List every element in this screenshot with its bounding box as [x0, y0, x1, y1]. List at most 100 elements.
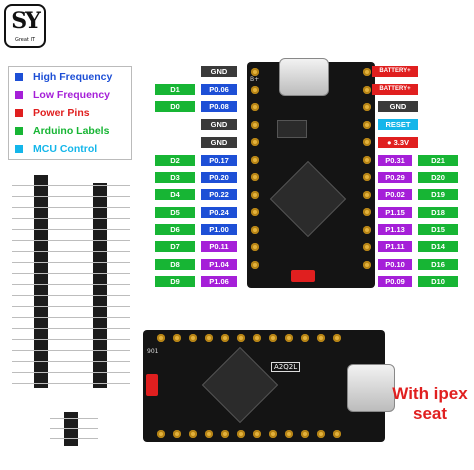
- power-dot-icon: ●: [386, 138, 394, 147]
- solder-pad: [301, 334, 309, 342]
- pin-label-p1-15: P1.15: [378, 207, 412, 218]
- mcu-chip: [269, 160, 347, 238]
- legend-item-arduino-labels: Arduino Labels: [15, 122, 109, 140]
- arduino-label-d19: D19: [418, 189, 458, 200]
- header-pin: [12, 262, 130, 263]
- solder-pad: [285, 430, 293, 438]
- solder-pad: [363, 260, 371, 269]
- pin-label-p0-24: P0.24: [201, 207, 237, 218]
- arduino-label-d6: D6: [155, 224, 195, 235]
- pin-label-gnd-top: GND: [201, 66, 237, 77]
- pin-header-3: [64, 412, 78, 446]
- solder-pad: [251, 155, 259, 164]
- solder-pad: [333, 334, 341, 342]
- solder-pad: [363, 155, 371, 164]
- arduino-label-d10: D10: [418, 276, 458, 287]
- legend-label: High Frequency: [33, 71, 113, 83]
- solder-pad: [363, 85, 371, 94]
- solder-pad: [251, 138, 259, 146]
- small-chip: [277, 120, 307, 138]
- silk-label: B+: [250, 76, 260, 83]
- solder-pad: [363, 225, 371, 234]
- pin-label-p0-06: P0.06: [201, 84, 237, 95]
- arduino-label-d2: D2: [155, 155, 195, 166]
- arduino-label-d1: D1: [155, 84, 195, 95]
- solder-pad: [301, 430, 309, 438]
- solder-pad: [269, 430, 277, 438]
- usb-c-port: [279, 58, 329, 96]
- legend-item-power-pins: Power Pins: [15, 104, 90, 122]
- arduino-label-d21: D21: [418, 155, 458, 166]
- logo-subtitle: Great IT: [14, 37, 36, 43]
- legend-label: MCU Control: [33, 143, 98, 155]
- pin-label-p0-31: P0.31: [378, 155, 412, 166]
- pin-label-gnd-a: GND: [201, 119, 237, 130]
- solder-pad: [157, 334, 165, 342]
- solder-pad: [173, 430, 181, 438]
- legend-swatch: [15, 127, 23, 135]
- pin-label-p0-02: P0.02: [378, 189, 412, 200]
- solder-pad: [157, 430, 165, 438]
- pin-label-p1-00: P1.00: [201, 224, 237, 235]
- legend-item-high-frequency: High Frequency: [15, 68, 112, 86]
- solder-pad: [251, 208, 259, 216]
- board-bottom: A2Q2L 901: [143, 330, 395, 442]
- legend-swatch: [15, 91, 23, 99]
- pin-label-p0-20: P0.20: [201, 172, 237, 183]
- color-legend: High Frequency Low Frequency Power Pins …: [8, 66, 132, 160]
- solder-pad: [221, 430, 229, 438]
- solder-pad: [251, 260, 259, 269]
- pin-label-p1-13: P1.13: [378, 224, 412, 235]
- legend-label: Low Frequency: [33, 89, 111, 101]
- header-pin: [12, 372, 130, 373]
- solder-pad: [253, 334, 261, 342]
- header-pin: [12, 328, 130, 329]
- pin-label-gnd-b: GND: [201, 137, 237, 148]
- arduino-label-d5: D5: [155, 207, 195, 218]
- arduino-label-d15: D15: [418, 224, 458, 235]
- header-pin: [12, 218, 130, 219]
- solder-pad: [363, 68, 371, 76]
- arduino-label-d16: D16: [418, 259, 458, 270]
- legend-swatch: [15, 109, 23, 117]
- header-pin: [12, 350, 130, 351]
- pin-label-p1-11: P1.11: [378, 241, 412, 252]
- solder-pad: [251, 243, 259, 251]
- header-pin: [12, 317, 130, 318]
- pin-header-1: [34, 175, 48, 388]
- ipex-caption-line-2: seat: [412, 404, 448, 423]
- solder-pad: [237, 334, 245, 342]
- header-pin: [12, 273, 130, 274]
- header-pin: [12, 383, 130, 384]
- pin-label-p0-08: P0.08: [201, 101, 237, 112]
- pin-label-3v3-text: 3.3V: [393, 138, 410, 147]
- pin-label-battery-2: BATTERY+: [372, 84, 418, 95]
- solder-pad: [189, 334, 197, 342]
- red-led-back: [146, 374, 158, 396]
- legend-swatch: [15, 73, 23, 81]
- solder-pad: [205, 430, 213, 438]
- pin-header-small: [50, 412, 110, 462]
- header-pin: [12, 284, 130, 285]
- solder-pad: [251, 68, 259, 76]
- pin-label-p0-10: P0.10: [378, 259, 412, 270]
- legend-swatch: [15, 145, 23, 153]
- header-pin: [12, 240, 130, 241]
- logo-letters: SY: [11, 8, 41, 34]
- solder-pad: [253, 430, 261, 438]
- pin-label-3v3: ● 3.3V: [378, 137, 418, 148]
- pin-label-reset: RESET: [378, 119, 418, 130]
- solder-pad: [363, 173, 371, 181]
- solder-pad: [285, 334, 293, 342]
- pin-label-p0-29: P0.29: [378, 172, 412, 183]
- pin-label-p0-22: P0.22: [201, 189, 237, 200]
- header-pin: [12, 295, 130, 296]
- legend-label: Power Pins: [33, 107, 90, 119]
- pin-label-p0-09: P0.09: [378, 276, 412, 287]
- pin-header-2: [93, 183, 107, 388]
- solder-pad: [251, 225, 259, 234]
- usb-c-port-back: [347, 364, 395, 412]
- header-pin: [12, 339, 130, 340]
- pin-label-gnd-right: GND: [378, 101, 418, 112]
- legend-item-mcu-control: MCU Control: [15, 140, 97, 158]
